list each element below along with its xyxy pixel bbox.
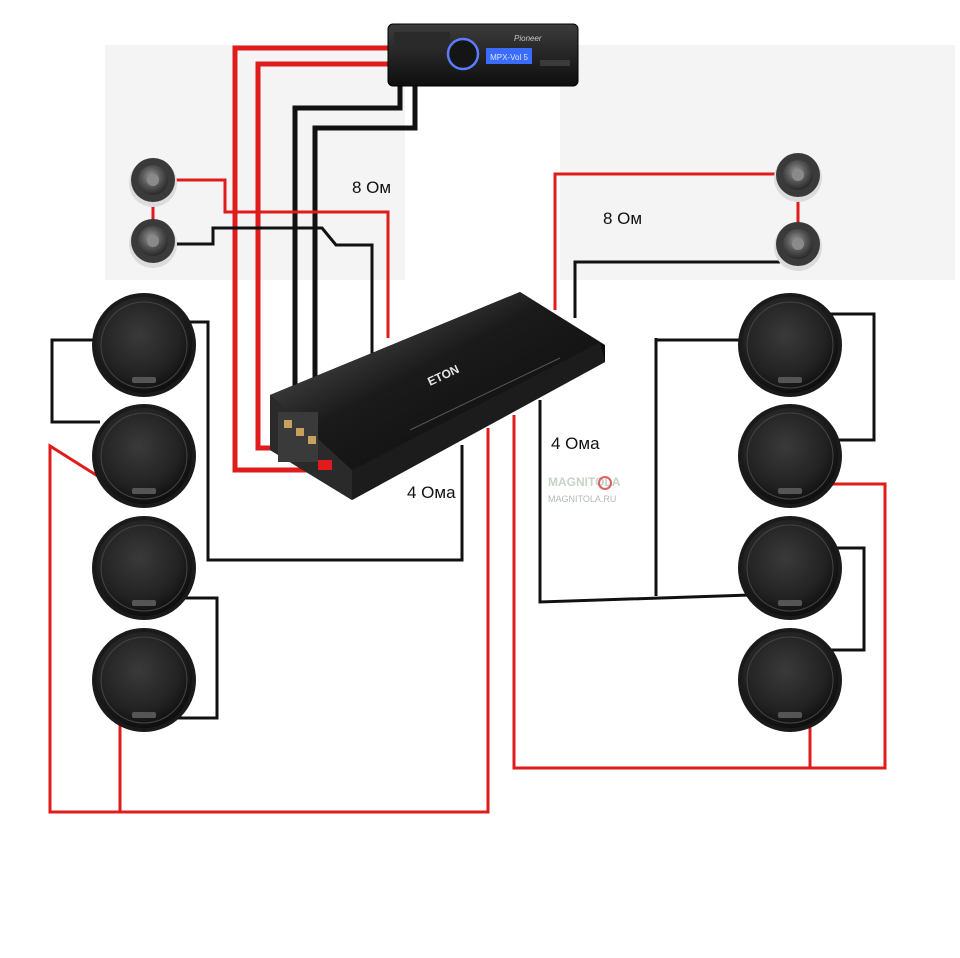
right-tweeter-black-wire (573, 260, 780, 318)
woofers (92, 293, 842, 732)
left-woofer-2 (92, 404, 196, 508)
right-woofer-black-link-1-2 (816, 312, 876, 442)
magnitola-logo: MAGNITOLA MAGNITOLA.RU (548, 475, 621, 504)
left-woofer-red-link (48, 428, 490, 814)
amplifier-terminals (278, 412, 332, 470)
right-woofer-3 (738, 516, 842, 620)
right-woofer-black-common (538, 400, 751, 604)
left-woofer-black-link-1-2 (50, 338, 100, 424)
left-tweeter-red-wire (168, 178, 390, 338)
left-tweeter-black-wire (168, 226, 374, 355)
left-tweeter-lower (129, 219, 177, 268)
right-tweeter-red-wire (553, 172, 780, 310)
head-unit: MPX-Vol 5 Pioneer (387, 23, 579, 87)
left-tweeter-upper (129, 158, 177, 207)
amplifier: ETON (270, 292, 605, 500)
head-to-amp-black-wire-outer (292, 86, 403, 398)
head-unit-brand: Pioneer (514, 34, 542, 43)
right-woofer-red-link (512, 415, 887, 770)
left-woofer-4 (92, 628, 196, 732)
right-woofer-impedance-label: 4 Ома (551, 434, 600, 453)
left-woofer-impedance-label: 4 Ома (407, 483, 456, 502)
wires (48, 45, 887, 814)
right-woofer-4 (738, 628, 842, 732)
background-panels (105, 45, 955, 280)
head-unit-display-text: MPX-Vol 5 (490, 53, 528, 62)
tweeters (129, 153, 822, 271)
left-woofer-3 (92, 516, 196, 620)
volume-knob (446, 37, 480, 71)
head-unit-display (486, 48, 532, 64)
right-tweeter-upper (774, 153, 822, 202)
left-woofer-black-link-3-4 (174, 596, 219, 720)
right-woofer-black-link-3-4 (830, 546, 866, 652)
svg-text:MAGNITOLA.RU: MAGNITOLA.RU (548, 494, 616, 504)
left-tweeter-impedance-label: 8 Ом (352, 178, 392, 197)
right-woofer-2 (738, 404, 842, 508)
head-to-amp-red-wire-outer (232, 45, 393, 473)
left-woofer-1 (92, 293, 196, 397)
head-to-amp-black-wire-inner (312, 86, 418, 398)
right-tweeter-impedance-label: 8 Ом (603, 209, 643, 228)
right-woofer-1 (738, 293, 842, 397)
right-tweeter-lower (774, 222, 822, 271)
left-woofer-black-common (186, 320, 464, 562)
